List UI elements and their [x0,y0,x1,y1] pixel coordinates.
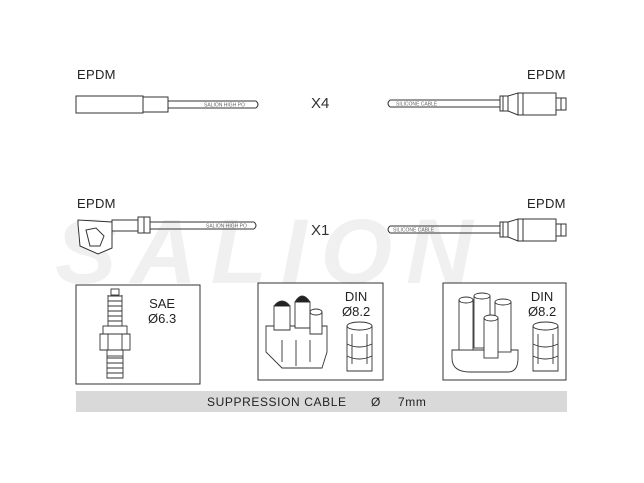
label-mid-right: EPDM [527,196,566,211]
distributor-box-2 [442,282,567,381]
distributor-2-type: DIN [530,289,554,304]
spark-plug-spec: SAE Ø6.3 [148,296,176,326]
spark-plug-type: SAE [149,296,176,311]
left-angled-boot-assembly: SALION HIGH PO [77,216,257,255]
distributor-2-spec: DIN Ø8.2 [528,289,556,319]
spark-plug-icon [99,288,131,379]
quantity-row1: X4 [311,95,330,112]
distributor-box-1 [257,282,384,381]
spark-plug-box [75,284,201,385]
distributor-2-size: Ø8.2 [528,304,557,319]
spark-plug-size: Ø6.3 [148,311,177,326]
diameter-symbol: Ø [371,395,381,409]
label-top-left: EPDM [77,67,116,82]
distributor-1-type: DIN [344,289,368,304]
distributor-cap-icon-2 [451,292,559,373]
cable-print-mid-right: SILICONE CABLE [393,228,435,234]
distributor-cap-icon-1 [265,295,373,372]
suppression-cable-band: SUPPRESSION CABLE Ø 7mm [76,391,567,412]
cable-print-mid-left: SALION HIGH PO [206,224,247,230]
band-value: 7mm [398,395,427,409]
label-top-right: EPDM [527,67,566,82]
label-mid-left: EPDM [77,196,116,211]
distributor-1-spec: DIN Ø8.2 [342,289,370,319]
right-distributor-boot-assembly-top: SILICONE CABLE [387,92,567,116]
quantity-row2: X1 [311,222,330,239]
cable-print-top-right: SILICONE CABLE [396,102,438,108]
right-distributor-boot-assembly-mid: SILICONE CABLE [387,218,567,242]
watermark-logo: SALION [55,201,487,303]
band-label: SUPPRESSION CABLE [207,395,347,409]
cable-print-top-left: SALION HIGH PO [204,103,245,109]
distributor-1-size: Ø8.2 [342,304,371,319]
left-straight-boot-assembly: SALION HIGH PO [75,95,259,114]
